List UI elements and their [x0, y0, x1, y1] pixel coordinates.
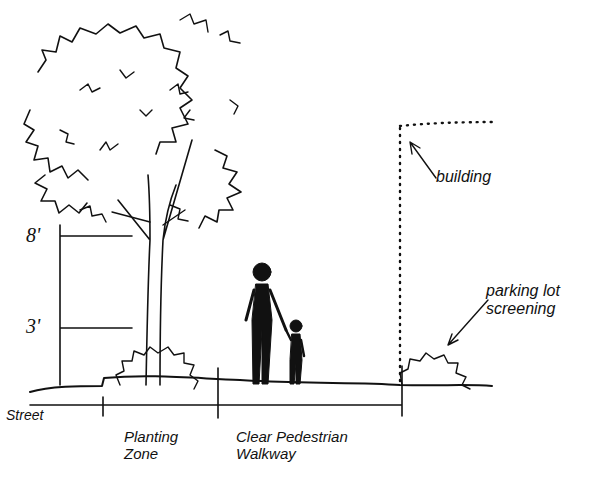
tree-canopy [24, 110, 88, 180]
planting-shrub [116, 347, 198, 389]
pedestrians [246, 263, 304, 384]
tree-canopy [180, 14, 240, 43]
height-dimension: 8' [26, 224, 66, 247]
building-outline [400, 122, 497, 382]
height-dimension-line [60, 225, 132, 385]
leader-arrow [410, 142, 436, 178]
zone-dimension-line [30, 366, 402, 418]
screening-shrub [400, 353, 470, 389]
height-dimension: 3' [26, 315, 66, 338]
ground-line [30, 376, 492, 392]
zone-label: Planting Zone [124, 428, 216, 463]
tree-canopy [38, 24, 192, 154]
leader-arrow [448, 300, 488, 345]
tree-canopy [35, 175, 87, 213]
callout-label: building [436, 168, 536, 186]
zone-label: Clear Pedestrian Walkway [236, 428, 386, 463]
street-label: Street [6, 407, 76, 423]
tree-branch [112, 210, 185, 225]
tree-trunk [118, 140, 192, 385]
tree-canopy [199, 150, 241, 228]
tree-canopy [60, 70, 238, 150]
callout-label: parking lot screening [486, 282, 594, 319]
